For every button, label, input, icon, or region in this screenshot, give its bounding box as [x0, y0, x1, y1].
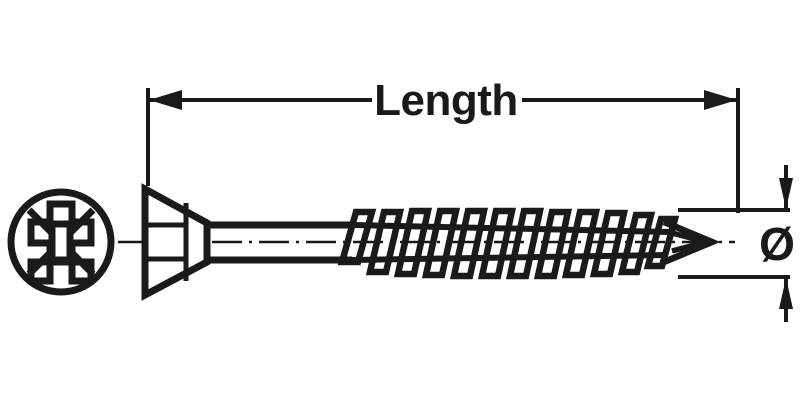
- length-dimension: Length: [146, 76, 740, 213]
- screw-thread: [337, 207, 721, 280]
- thread-turns: [337, 207, 680, 280]
- head-outline-circle: [7, 188, 115, 296]
- pozidriv-head-end-view: [7, 188, 115, 296]
- diameter-dimension: Ø: [678, 165, 795, 322]
- diameter-dimension-label: Ø: [759, 218, 795, 270]
- screw-shank: [205, 221, 352, 264]
- length-arrowhead-right: [704, 90, 737, 110]
- length-arrowhead-left: [149, 90, 182, 110]
- diameter-arrowhead-top: [779, 178, 793, 209]
- diameter-arrowhead-bottom: [779, 278, 793, 309]
- head-recess-lines: [145, 203, 189, 281]
- screw-tip-inner: [671, 230, 717, 254]
- length-dimension-label: Length: [374, 76, 518, 125]
- pozidriv-recess-core-outline: [48, 220, 74, 264]
